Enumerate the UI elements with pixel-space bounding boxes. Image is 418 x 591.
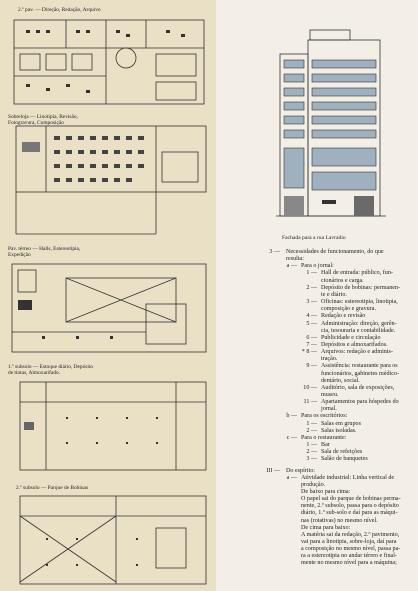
list-marker: 4 —	[306, 313, 317, 320]
text-line: Salas em grupos	[321, 420, 361, 427]
list-marker: 1 —	[306, 270, 317, 277]
text-line: a composição no mesmo nível, passa pa-	[301, 546, 401, 553]
text-line: Salas isoladas.	[321, 427, 357, 434]
list-marker: 10 —	[303, 384, 317, 391]
text-line: A matéria sai da redação, 2.º pavimento,	[301, 531, 400, 538]
text-line: Necessidades de funcionamento, do que	[286, 249, 384, 255]
text-line: funcionários, gabinetes médico-	[321, 370, 400, 377]
text-line: O papel sai do parque de bobinas perma-	[301, 496, 401, 503]
text-line: te e diário.	[321, 291, 347, 298]
plan-caption: Pav. térreo — Halls, Estereotipia, Exped…	[8, 246, 81, 259]
text-line: dentário, social.	[321, 377, 360, 384]
text-line: resulta:	[286, 256, 304, 263]
text-line: Para o jornal:	[301, 263, 334, 270]
text-line: Apartamentos para hóspedes do	[321, 399, 399, 406]
text-line: composição e gravura.	[321, 306, 376, 313]
list-marker: 11 —	[303, 399, 318, 406]
list-marker: * 8 —	[301, 349, 317, 356]
text-line: museu.	[321, 392, 339, 398]
text-line: cionários e carga.	[321, 277, 364, 284]
plan-caption: 2.º subsolo — Parque de Bobinas	[16, 485, 89, 491]
text-line: Arquivos: redação e adminis-	[321, 349, 393, 356]
text-line: mente no mesmo nível para a máquina;	[301, 560, 397, 567]
list-marker: 2 —	[306, 284, 317, 291]
facade-drawing	[276, 29, 386, 217]
text-line: Bar	[321, 442, 330, 449]
text-line: Publicidade e circulação	[321, 334, 381, 341]
text-line: Para os escritórios:	[301, 413, 348, 420]
list-marker: 3 —	[269, 249, 280, 255]
text-line: cia, tesouraria e contabilidade.	[321, 327, 396, 334]
text-line: vai para a linotipia, sobre-loja, daí pa…	[301, 539, 397, 545]
text-line: Sala de refeições	[321, 449, 363, 456]
text-line: Salão de banquetes	[321, 456, 368, 463]
text-line: tração.	[321, 356, 338, 363]
list-marker: a —	[286, 263, 297, 270]
plan-caption: 2.º pav. — Direção, Redação, Arquivo	[18, 7, 101, 13]
plan-drawing	[11, 263, 207, 353]
text-line: Administração: direção, gerên-	[321, 320, 397, 327]
list-marker: 2 —	[306, 449, 317, 456]
text-line: nente, 2.º subsolo, passa para o depósit…	[301, 503, 399, 510]
list-marker: 5 —	[306, 320, 317, 327]
text-line: Do espírito:	[286, 467, 315, 474]
text-line: Depósito de bobinas: permanen-	[321, 284, 401, 291]
plan-drawing	[13, 19, 205, 105]
list-marker: 3 —	[306, 299, 317, 306]
text-line: Depósitos e almoxarifados.	[321, 341, 388, 348]
plan-drawing	[19, 495, 207, 585]
text-line: Redação e revisão	[321, 313, 366, 320]
floor-plan-mezzanine: Sobreloja — Linotipia, Revisão, Fotograv…	[6, 112, 210, 240]
text-line: Atividade industrial: Linha vertical de	[301, 474, 395, 481]
plan-drawing	[15, 125, 207, 235]
list-marker: 7 —	[306, 341, 317, 348]
text-line: Auditório, sala de exposições,	[321, 384, 395, 391]
text-line: De cima para baixo:	[301, 524, 351, 531]
floor-plan-2nd-basement: 2.º subsolo — Parque de Bobinas	[6, 478, 210, 588]
list-marker: 9 —	[306, 363, 317, 370]
list-marker: b —	[286, 413, 297, 420]
list-marker: 1 —	[306, 420, 317, 427]
list-marker: a —	[286, 474, 297, 481]
floor-plan-2nd-floor: 2.º pav. — Direção, Redação, Arquivo	[6, 4, 210, 108]
floor-plan-ground-floor: Pav. térreo — Halls, Estereotipia, Exped…	[6, 244, 210, 356]
floor-plan-1st-basement: 1.º subsolo — Estoque diário, Depósito d…	[6, 362, 210, 474]
facade-elevation	[218, 0, 418, 591]
text-line: De baixo para cima:	[301, 488, 351, 495]
list-marker: 1 —	[306, 442, 317, 449]
facade-caption: Fachada para a rua Lavradio	[282, 235, 346, 241]
list-marker: c —	[286, 434, 297, 441]
plan-caption: 1.º subsolo — Estoque diário, Depósito d…	[8, 364, 94, 377]
list-marker: 6 —	[306, 334, 317, 341]
text-line: nas (rotativas) no mesmo nível.	[301, 517, 378, 524]
list-marker: 3 —	[306, 456, 317, 463]
list-marker: III —	[266, 467, 280, 474]
text-line: Hall de entrada: público, fun-	[321, 270, 393, 277]
list-marker: 2 —	[306, 427, 317, 434]
text-line: ra a estereotipia no andar térreo e fina…	[301, 553, 397, 560]
text-line: diário, 1.º sub-solo e daí para as máqui…	[301, 510, 398, 517]
floor-plans-strip	[0, 0, 216, 591]
plan-caption: Sobreloja — Linotipia, Revisão, Fotograv…	[8, 114, 78, 127]
text-line: Para o restaurante:	[301, 434, 347, 441]
plan-drawing	[19, 381, 207, 471]
text-line: Assistência: restaurante para os	[321, 363, 398, 370]
text-line: produção.	[301, 481, 326, 488]
text-line: Oficinas: estereotipia, linotipia,	[321, 299, 398, 306]
text-line: jornal.	[321, 406, 337, 413]
